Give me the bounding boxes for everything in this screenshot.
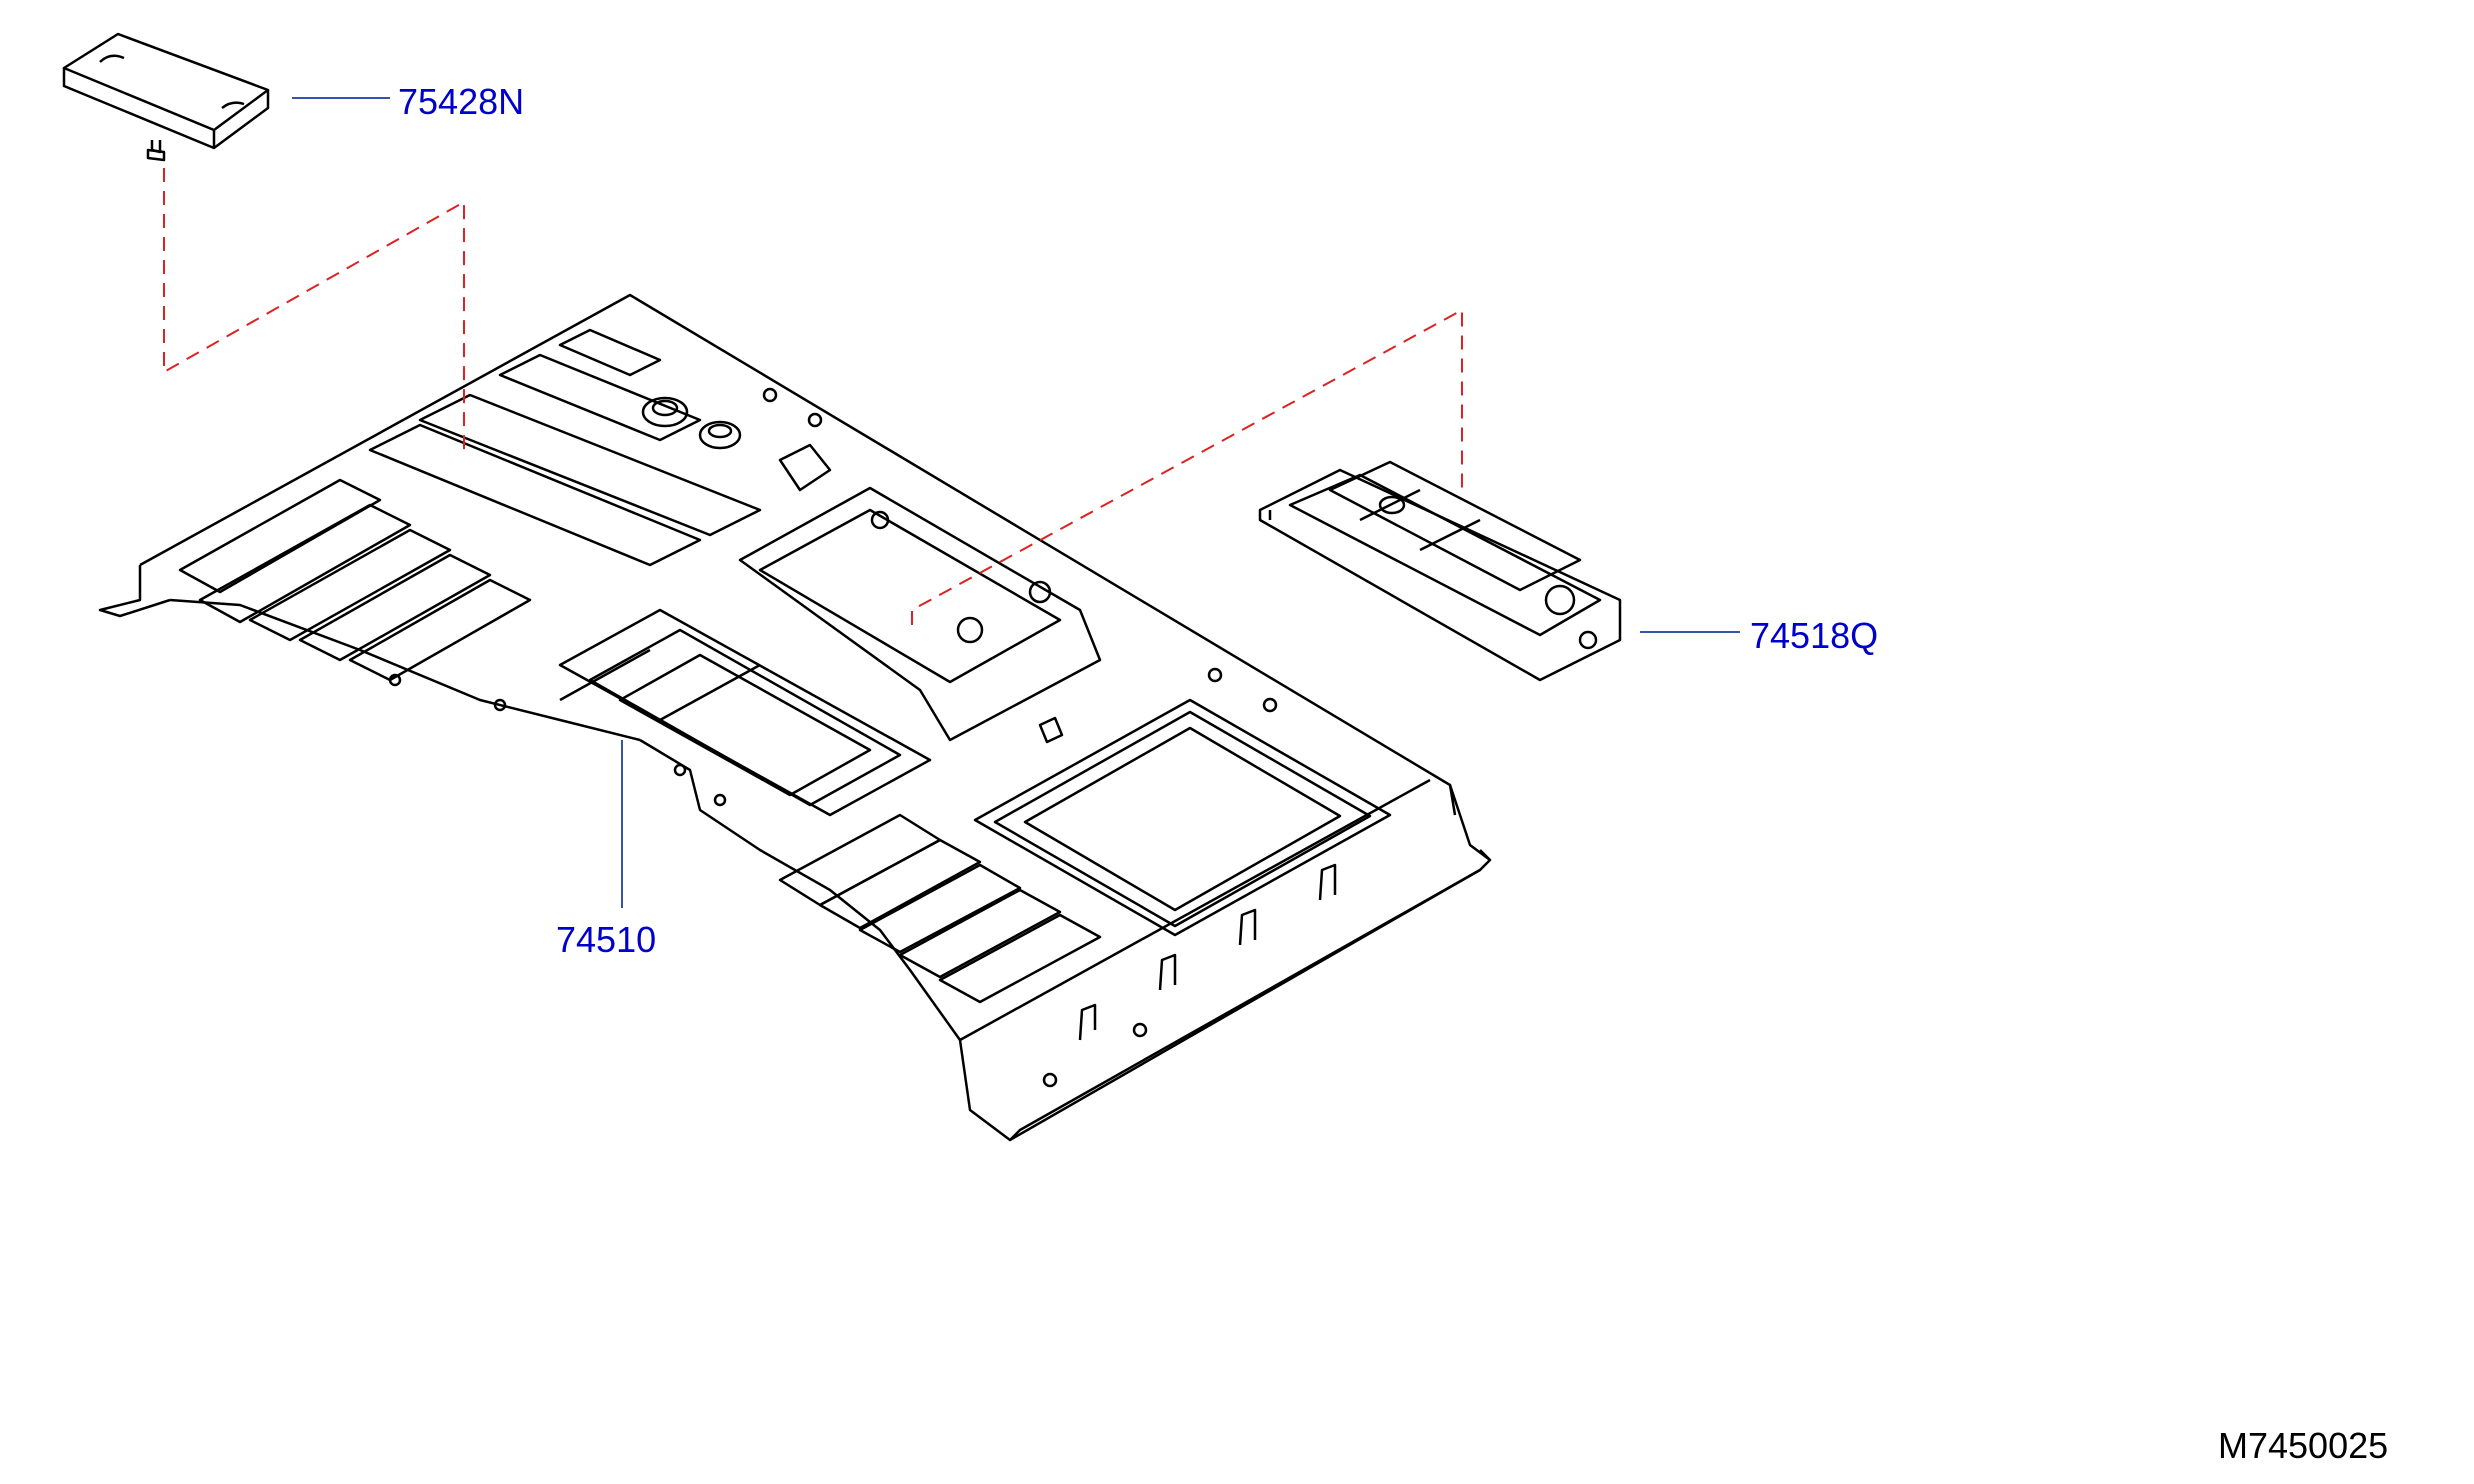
phantom-lines: [163, 168, 1463, 625]
part-75428n-cover: [62, 32, 270, 162]
callout-75428n: 75428N: [398, 81, 525, 122]
leader-lines: [292, 97, 1740, 908]
callout-74518q: 74518Q: [1750, 615, 1879, 656]
callout-74510: 74510: [556, 919, 657, 960]
part-74518q-crossmember: [1258, 460, 1622, 682]
diagram-id-label: M7450025: [2218, 1425, 2389, 1466]
part-74510-floor: [98, 293, 1492, 1142]
